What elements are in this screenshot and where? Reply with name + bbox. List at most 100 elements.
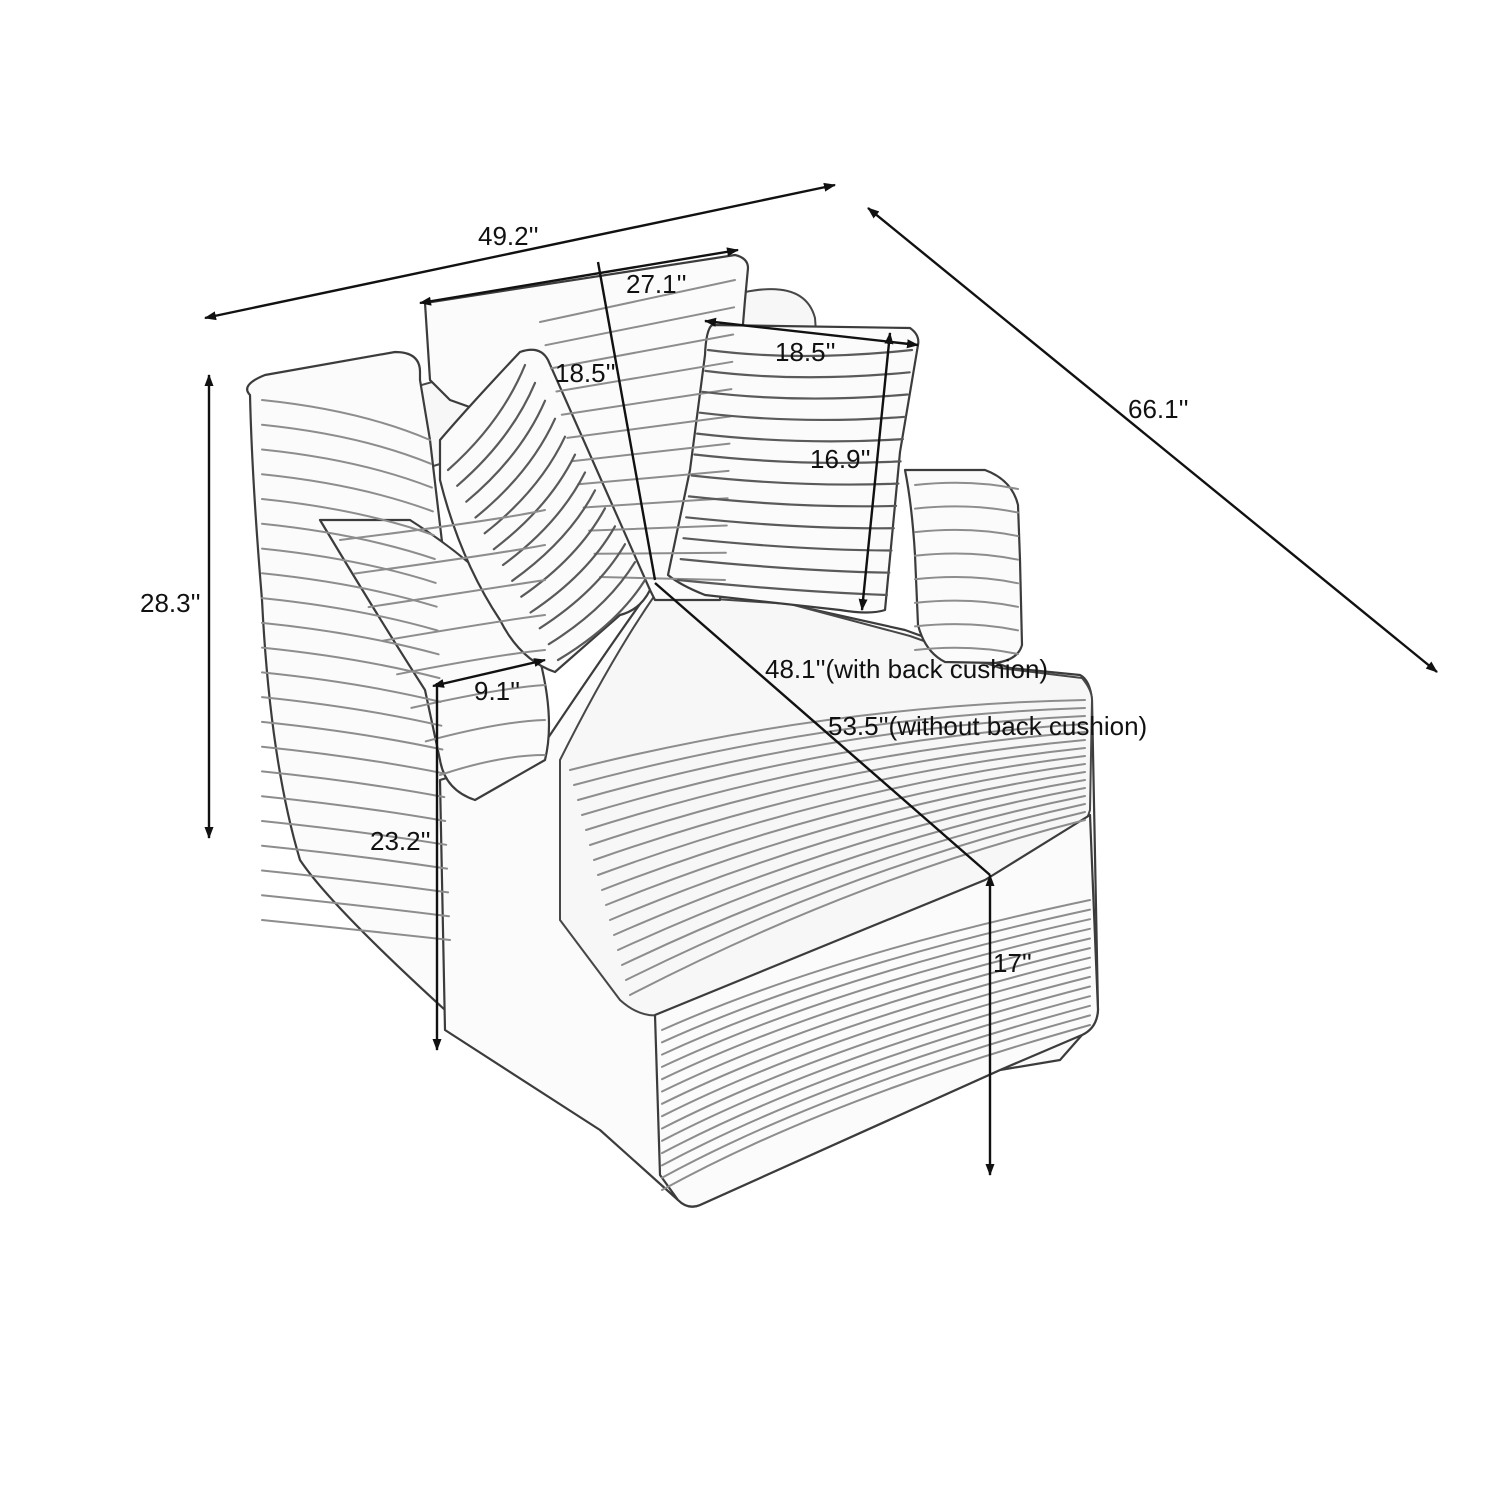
side-rib	[261, 820, 448, 846]
side-rib	[261, 844, 449, 870]
left-pillow-rib	[465, 399, 547, 503]
dim-line-throw-pillow-height	[858, 332, 894, 611]
dimension-lines	[204, 182, 1438, 1176]
back-cushion-rib	[566, 415, 732, 439]
seat-rib	[601, 763, 1086, 891]
label-throw-pillow-width: 18.5''	[775, 337, 836, 367]
side-rib	[261, 399, 431, 441]
front-face-rib	[661, 1004, 1091, 1167]
seat-rib	[581, 723, 1086, 816]
front-face-rib	[661, 1014, 1091, 1179]
sofa-left-side	[246, 350, 472, 1012]
label-arm-width: 9.1''	[474, 676, 520, 706]
dimension-labels: 49.2'' 66.1'' 28.3'' 27.1'' 18.5'' 18.5'…	[140, 221, 1189, 978]
left-pillow-rib	[520, 507, 607, 598]
left-pillow-rib	[547, 561, 637, 646]
seat-rib	[573, 707, 1086, 786]
front-face-rib	[661, 995, 1091, 1155]
side-rib	[261, 919, 451, 941]
side-rib	[261, 795, 447, 822]
front-face-rib	[661, 937, 1091, 1081]
label-overall-height: 28.3''	[140, 588, 201, 618]
left-pillow-rib	[446, 363, 527, 472]
dim-line-back-pillow-width	[419, 247, 739, 306]
back-cushion-rib	[549, 333, 735, 370]
side-rib	[261, 572, 438, 608]
side-rib	[261, 745, 445, 775]
front-face-rib	[661, 908, 1091, 1044]
back-cushion-rib	[582, 497, 729, 509]
left-pillow-rib	[483, 435, 567, 535]
left-arm-rib	[439, 754, 546, 776]
side-rib	[261, 671, 442, 703]
side-rib	[261, 646, 441, 680]
label-overall-width: 49.2''	[478, 221, 539, 251]
label-back-pillow-height: 18.5''	[555, 358, 616, 388]
left-pillow-rib	[501, 471, 587, 567]
side-rib	[261, 547, 437, 584]
back-cushion-rib	[571, 442, 731, 463]
side-rib	[261, 720, 444, 751]
seat-rib	[585, 731, 1086, 831]
seat-rib	[609, 779, 1086, 921]
seat-rib	[569, 699, 1086, 771]
side-rib	[261, 423, 432, 465]
label-overall-depth: 66.1''	[1128, 394, 1189, 424]
front-face-rib	[661, 975, 1091, 1130]
label-back-pillow-width: 27.1''	[626, 269, 687, 299]
left-pillow-rib	[538, 543, 627, 630]
left-arm-rib	[424, 719, 546, 743]
front-face-rib	[661, 1024, 1091, 1191]
left-pillow-rib	[511, 489, 597, 582]
seat-rib	[589, 739, 1086, 846]
seat-rib	[577, 715, 1086, 801]
side-rib	[261, 621, 440, 656]
label-seat-height: 17''	[993, 948, 1032, 978]
label-arm-height: 23.2''	[370, 826, 431, 856]
label-throw-pillow-height: 16.9''	[810, 444, 871, 474]
side-rib	[261, 448, 433, 489]
label-seat-length-without-cushion: 53.5''(without back cushion)	[828, 711, 1147, 741]
sofa-right-arm	[903, 468, 1024, 665]
seat-rib	[597, 755, 1086, 876]
back-cushion-rib	[555, 360, 734, 393]
side-rib	[261, 597, 439, 632]
dim-line-back-pillow-height	[596, 261, 657, 581]
front-face-rib	[661, 985, 1091, 1142]
back-cushion-rib	[560, 388, 733, 416]
side-rib	[261, 894, 450, 918]
dim-line-seat-length	[654, 582, 991, 876]
left-pillow-rib	[492, 453, 577, 551]
left-arm-rib	[367, 579, 546, 609]
front-face-rib	[661, 956, 1091, 1105]
seat-rib	[593, 747, 1086, 861]
front-face-rib	[661, 899, 1091, 1031]
label-seat-length-with-cushion: 48.1''(with back cushion)	[765, 654, 1048, 684]
side-rib	[261, 770, 446, 799]
left-arm-rib	[381, 614, 546, 642]
seat-rib	[613, 787, 1086, 936]
left-arm-rib	[353, 544, 546, 575]
back-cushion-rib	[577, 469, 730, 486]
front-face-rib	[661, 966, 1091, 1118]
side-rib	[261, 869, 450, 894]
seat-rib	[621, 803, 1086, 966]
seat-rib	[605, 771, 1086, 906]
left-pillow-rib	[556, 578, 647, 662]
left-pillow-rib	[529, 525, 617, 614]
back-cushion-rib	[593, 551, 727, 555]
seat-rib	[629, 819, 1086, 996]
left-arm-rib	[339, 509, 546, 541]
left-pillow-rib	[474, 417, 557, 519]
front-face-rib	[661, 918, 1091, 1056]
left-pillow-rib	[456, 381, 537, 487]
side-rib	[261, 473, 434, 513]
side-rib	[261, 696, 443, 727]
front-face-rib	[661, 947, 1091, 1093]
dim-line-arm-width	[432, 658, 546, 688]
seat-rib	[617, 795, 1086, 951]
front-face-rib	[661, 927, 1091, 1068]
seat-rib	[625, 811, 1086, 981]
dim-line-overall-depth	[867, 207, 1438, 673]
